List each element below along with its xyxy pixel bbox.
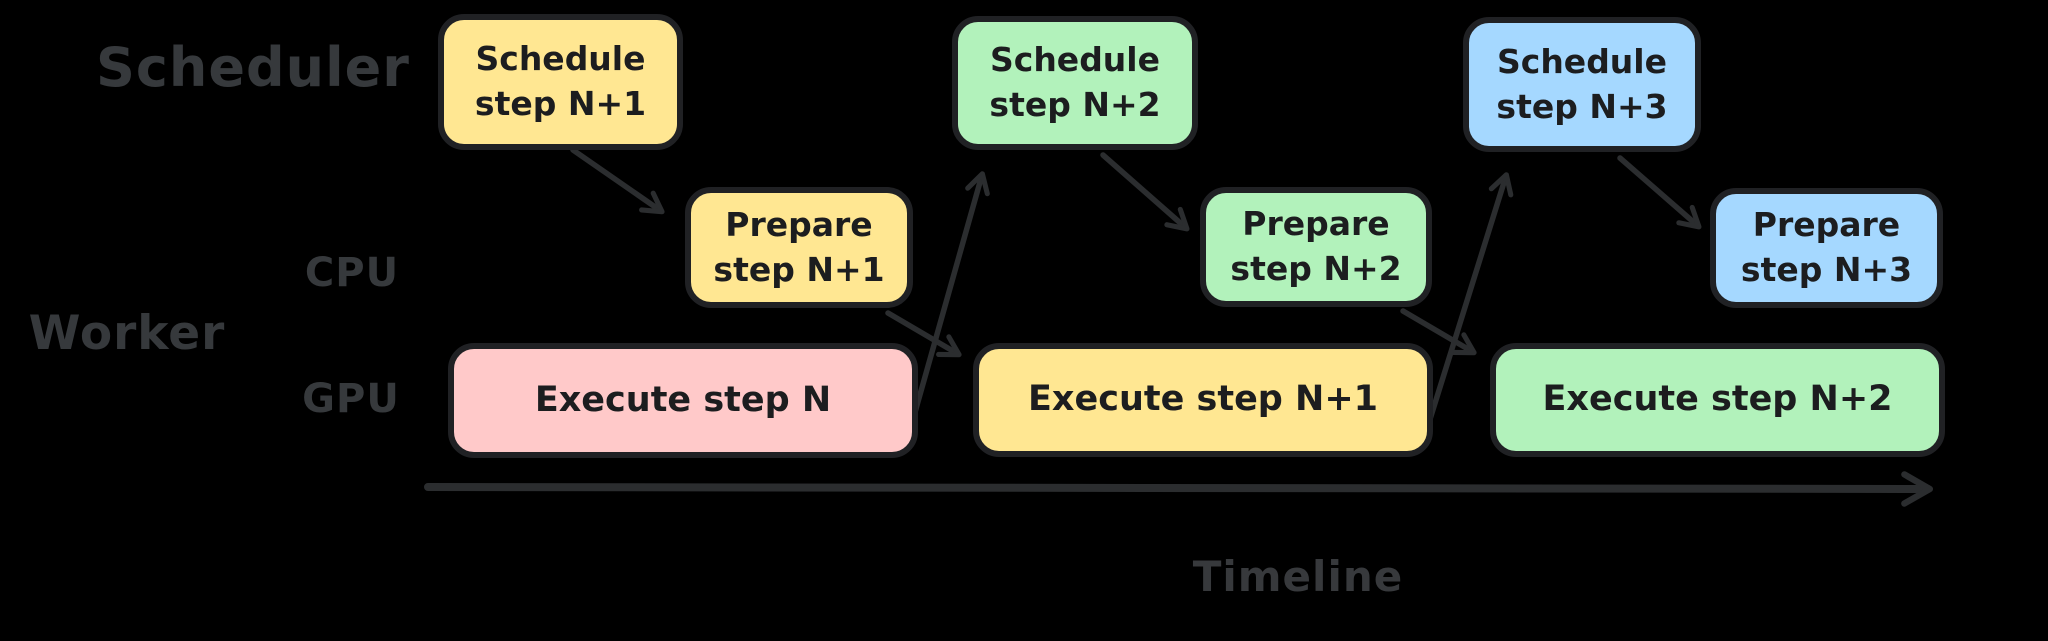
timeline-axis-arrow: [424, 471, 1933, 507]
schedule-step-n3-line1: Schedule: [1496, 41, 1667, 81]
prepare-step-n3-line1: Prepare: [1752, 205, 1901, 245]
schedule-step-n2-box: Schedule step N+2: [952, 16, 1198, 150]
execute-step-n-label: Execute step N: [534, 379, 832, 420]
execute-step-n2-box: Execute step N+2: [1490, 343, 1945, 457]
schedule-step-n3-line2: step N+3: [1496, 86, 1668, 126]
schedule-step-n1-line2: step N+1: [474, 84, 647, 123]
prepare-step-n3-line2: step N+3: [1740, 250, 1913, 289]
arrow-schedule-n2-to-prepare-n2: [1100, 152, 1190, 232]
schedule-step-n2-line1: Schedule: [989, 40, 1160, 80]
prepare-step-n2-line2: step N+2: [1230, 249, 1402, 288]
gpu-lane-label: GPU: [302, 376, 400, 422]
timeline-axis-label: Timeline: [1192, 552, 1404, 601]
scheduler-lane-label: Scheduler: [96, 36, 410, 99]
prepare-step-n1-line2: step N+1: [713, 249, 885, 289]
worker-lane-label: Worker: [28, 306, 226, 361]
schedule-step-n1-line1: Schedule: [475, 39, 646, 79]
arrow-schedule-n3-to-prepare-n3: [1617, 155, 1702, 230]
schedule-step-n3-box: Schedule step N+3: [1463, 17, 1701, 152]
execute-step-n-box: Execute step N: [448, 343, 918, 458]
prepare-step-n1-box: Prepare step N+1: [685, 187, 913, 308]
schedule-step-n1-box: Schedule step N+1: [438, 14, 683, 150]
prepare-step-n2-line1: Prepare: [1242, 204, 1390, 244]
prepare-step-n2-box: Prepare step N+2: [1200, 187, 1432, 307]
arrow-execute-n-to-schedule-n2: [907, 171, 990, 433]
prepare-step-n1-line1: Prepare: [725, 204, 873, 244]
execute-step-n2-label: Execute step N+2: [1542, 379, 1893, 420]
execute-step-n1-label: Execute step N+1: [1027, 379, 1379, 420]
cpu-lane-label: CPU: [304, 250, 400, 296]
schedule-step-n2-line2: step N+2: [989, 85, 1161, 124]
execute-step-n1-box: Execute step N+1: [973, 343, 1433, 457]
prepare-step-n3-box: Prepare step N+3: [1710, 188, 1943, 308]
arrow-schedule-n1-to-prepare-n1: [570, 147, 665, 215]
